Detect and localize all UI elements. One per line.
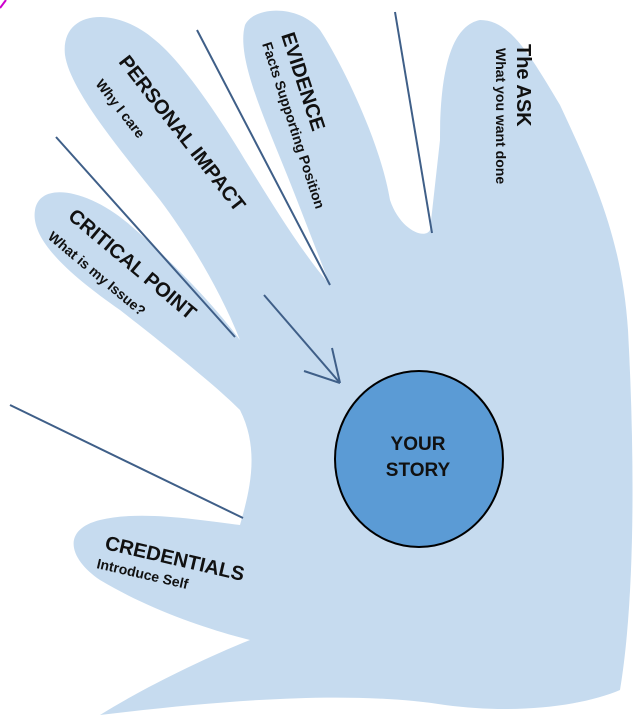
- corner-mark: [0, 0, 7, 9]
- arrow-to-story: [263, 294, 341, 384]
- story-circle: [334, 370, 504, 548]
- divider-line-impact: [55, 136, 236, 338]
- story-label-line2: STORY: [386, 460, 451, 481]
- divider-line-ask: [394, 11, 433, 234]
- divider-line-evidence: [196, 29, 331, 286]
- finger-ask-subtitle: What you want done: [493, 48, 509, 184]
- finger-ask-title: The ASK: [512, 44, 534, 127]
- story-label-line1: YOUR: [391, 434, 446, 455]
- hand-shape: [34, 10, 633, 715]
- divider-line-critical: [9, 404, 244, 519]
